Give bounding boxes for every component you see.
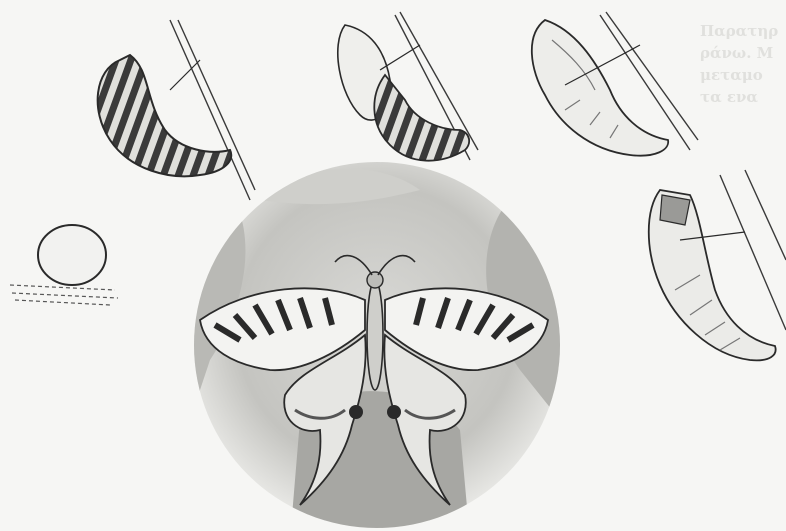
pupa-forming-illustration — [338, 25, 469, 161]
caterpillar-illustration — [98, 55, 232, 176]
emerging-pupa-illustration — [649, 190, 776, 360]
egg-illustration — [10, 225, 118, 305]
